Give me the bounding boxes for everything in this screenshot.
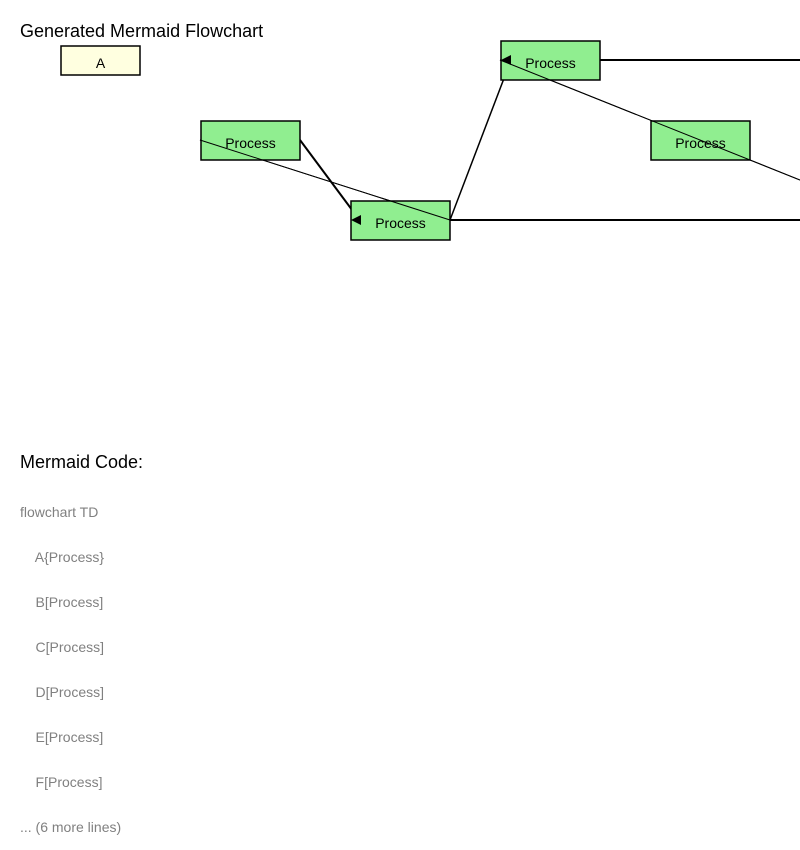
- code-line: C[Process]: [20, 639, 105, 655]
- node-a-label: A: [96, 55, 106, 71]
- code-line: E[Process]: [20, 729, 104, 745]
- mermaid-code-block: flowchart TD A{Process} B[Process] C[Pro…: [20, 475, 121, 850]
- node-process-2: Process: [350, 200, 451, 241]
- node-a: A: [60, 45, 141, 76]
- code-line: B[Process]: [20, 594, 104, 610]
- edge-p3-diagonal-overlay: [499, 59, 800, 181]
- code-line: D[Process]: [20, 684, 105, 700]
- flowchart-diagram: A Process Process Process Process: [60, 40, 800, 241]
- node-process-4-label: Process: [675, 135, 726, 151]
- node-process-1-box: [200, 120, 301, 161]
- node-process-2-box: [350, 200, 451, 241]
- node-process-3-box: [500, 40, 601, 81]
- arrowhead-into-process-2: [351, 215, 361, 225]
- node-process-1-label: Process: [225, 135, 276, 151]
- node-process-2-label: Process: [375, 215, 426, 231]
- code-line: A{Process}: [20, 549, 105, 565]
- code-line: F[Process]: [20, 774, 103, 790]
- page-title: Generated Mermaid Flowchart: [20, 21, 264, 41]
- code-line: flowchart TD: [20, 504, 99, 520]
- mermaid-code-heading: Mermaid Code:: [20, 452, 144, 472]
- node-process-3: Process: [500, 40, 601, 81]
- node-process-3-label: Process: [525, 55, 576, 71]
- edge-p2-to-p3: [449, 59, 513, 221]
- node-a-box: [60, 45, 141, 76]
- node-process-1: Process: [200, 120, 301, 161]
- edge-p1-diagonal-overlay: [199, 139, 451, 221]
- arrowhead-into-process-3: [501, 55, 511, 65]
- code-more-lines: ... (6 more lines): [20, 819, 122, 835]
- edges-overlay: [199, 55, 800, 225]
